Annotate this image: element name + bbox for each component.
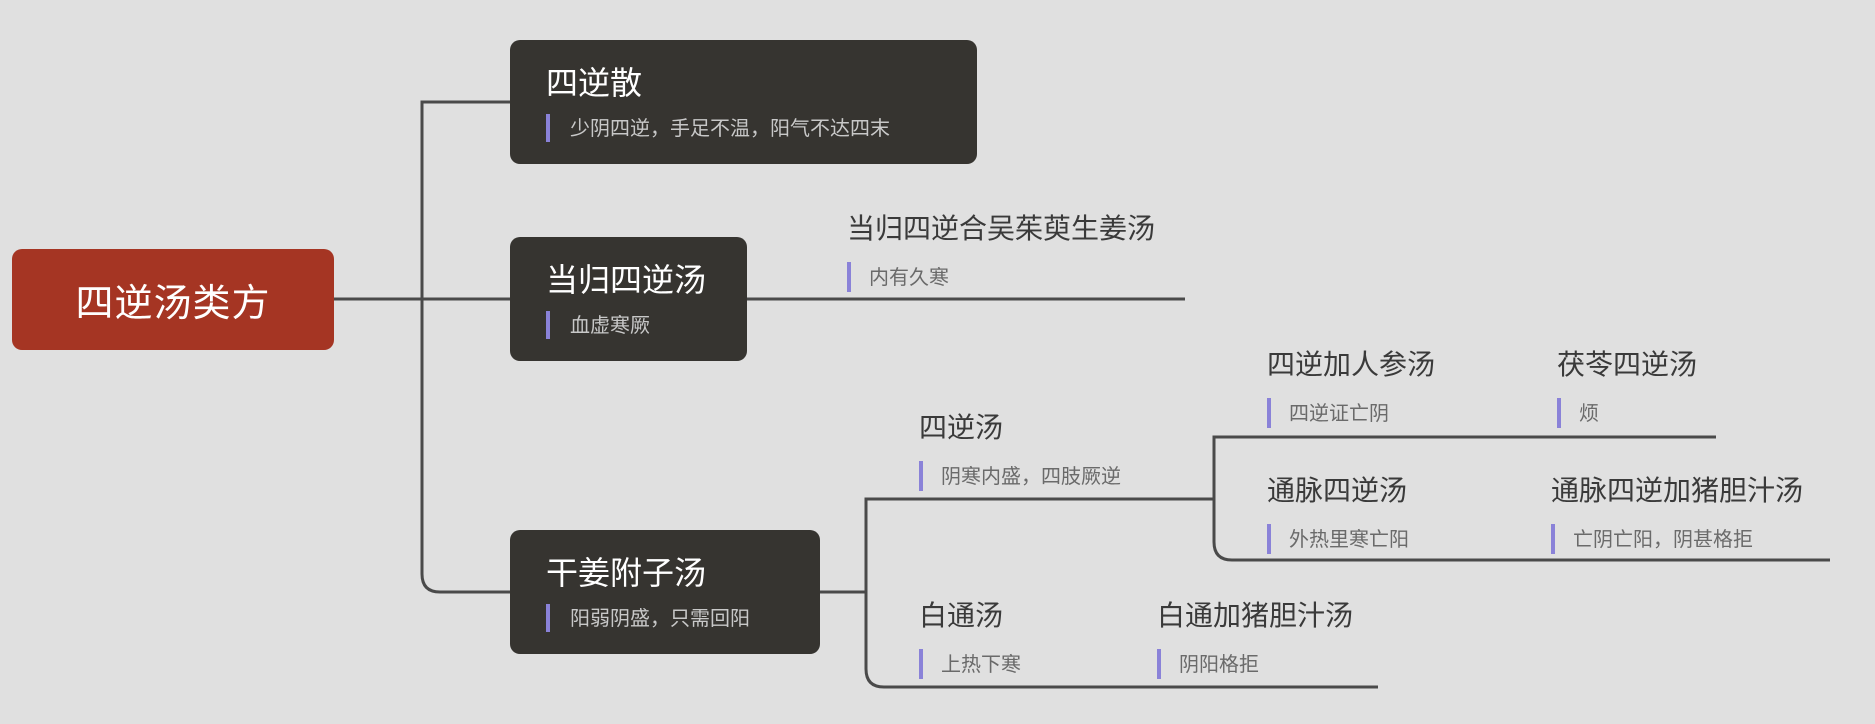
node-tongmai-sini-desc: 外热里寒亡阳 <box>1267 524 1409 554</box>
node-sini-renshen-title: 四逆加人参汤 <box>1267 348 1436 381</box>
node-ganjiang-fuzi-desc: 阳弱阴盛，只需回阳 <box>546 604 750 632</box>
node-danggui[interactable]: 当归四逆汤 血虚寒厥 <box>510 237 747 361</box>
node-fuling-sini-title: 茯苓四逆汤 <box>1557 348 1698 381</box>
root-node[interactable]: 四逆汤类方 <box>12 249 334 350</box>
connector-sini-tang-vertical <box>1212 435 1233 562</box>
node-danggui-wuzhuyu-desc: 内有久寒 <box>847 262 949 292</box>
node-baitong-zhudan-desc: 阴阳格拒 <box>1157 649 1259 679</box>
node-fuling-sini-desc: 烦 <box>1557 398 1599 428</box>
node-baitong-title: 白通汤 <box>919 599 1004 632</box>
connector-root-vertical <box>420 100 441 594</box>
node-tongmai-sini-title: 通脉四逆汤 <box>1267 474 1408 507</box>
node-tongmai-zhudan-desc: 亡阴亡阳，阴甚格拒 <box>1551 524 1753 554</box>
node-ganjiang-fuzi-title: 干姜附子汤 <box>546 554 707 592</box>
node-danggui-title: 当归四逆汤 <box>546 261 707 299</box>
node-baitong-desc: 上热下寒 <box>919 649 1021 679</box>
node-tongmai-zhudan-title: 通脉四逆加猪胆汁汤 <box>1551 474 1804 507</box>
node-sini-renshen-desc: 四逆证亡阴 <box>1267 398 1389 428</box>
node-sini-san-title: 四逆散 <box>546 64 643 102</box>
node-ganjiang-fuzi[interactable]: 干姜附子汤 阳弱阴盛，只需回阳 <box>510 530 820 654</box>
node-sini-san[interactable]: 四逆散 少阴四逆，手足不温，阳气不达四末 <box>510 40 977 164</box>
node-baitong-zhudan-title: 白通加猪胆汁汤 <box>1157 599 1354 632</box>
node-sini-san-desc: 少阴四逆，手足不温，阳气不达四末 <box>546 114 890 142</box>
node-danggui-wuzhuyu-title: 当归四逆合吴茱萸生姜汤 <box>847 212 1156 245</box>
node-sini-tang-desc: 阴寒内盛，四肢厥逆 <box>919 461 1121 491</box>
node-danggui-desc: 血虚寒厥 <box>546 311 650 339</box>
root-title: 四逆汤类方 <box>75 281 271 325</box>
node-sini-tang-title: 四逆汤 <box>919 411 1004 444</box>
connector-ganjiang-vertical <box>864 497 885 689</box>
